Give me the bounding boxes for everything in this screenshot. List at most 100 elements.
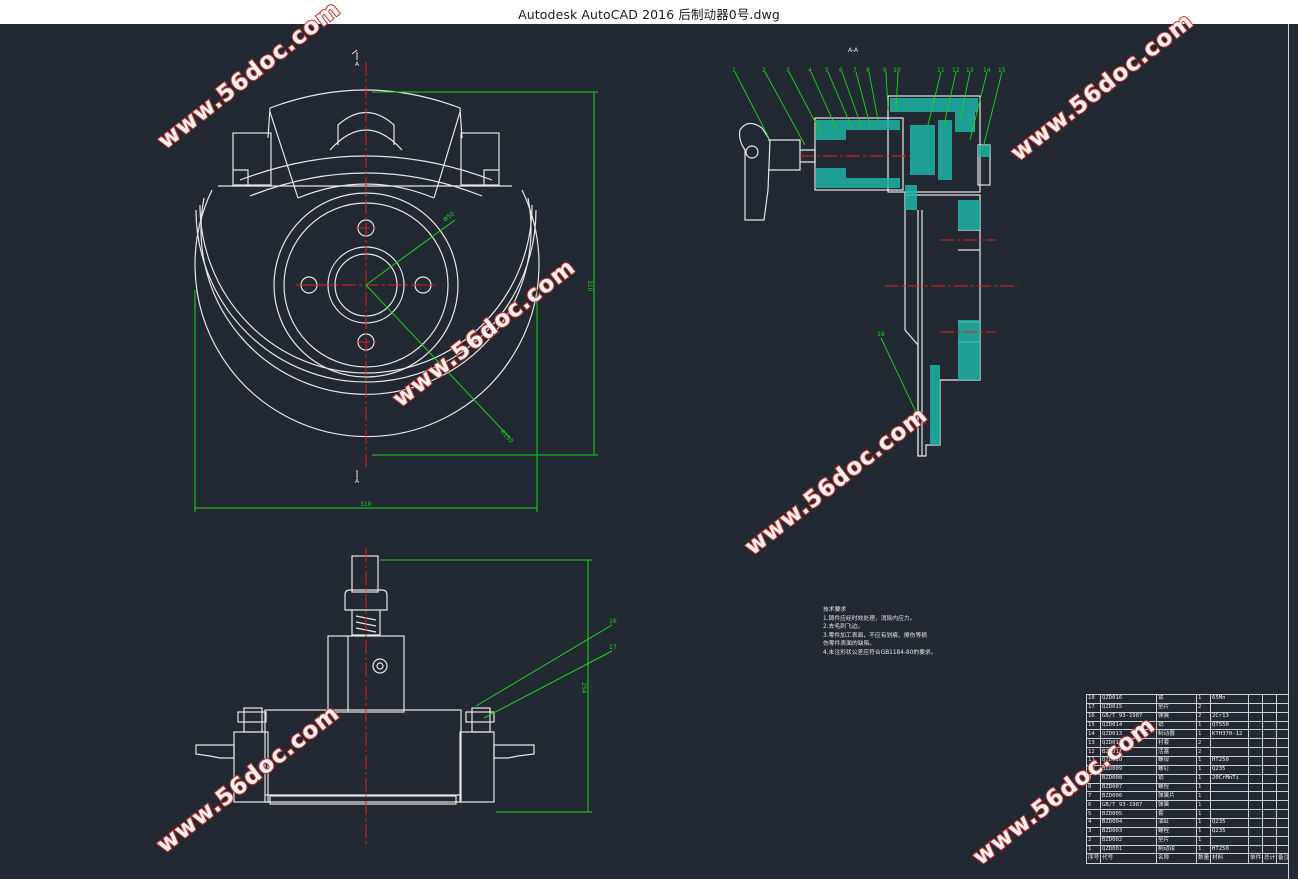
bom-cell (1276, 756, 1289, 766)
bom-cell: 1 (1196, 791, 1211, 802)
svg-text:17: 17 (609, 644, 617, 651)
tech-note-title: 技术要求 (823, 607, 847, 613)
bom-cell: 5 (1086, 809, 1101, 820)
bom-cell: 制动钳 (1156, 844, 1197, 855)
front-centerlines (296, 62, 436, 470)
bom-cell (1248, 826, 1263, 837)
section-view (738, 95, 991, 457)
bom-cell: 1 (1196, 782, 1211, 793)
svg-text:7: 7 (853, 67, 857, 74)
svg-text:A: A (355, 61, 360, 68)
bom-cell: 1 (1196, 694, 1211, 704)
bom-cell: 1 (1196, 826, 1211, 837)
bom-header-cell: 单件 (1248, 853, 1263, 864)
svg-text:18: 18 (877, 331, 885, 338)
bom-cell (1276, 773, 1289, 784)
bom-cell: 1 (1196, 773, 1211, 784)
bom-cell: 弹簧 (1156, 711, 1197, 722)
bom-cell (1262, 818, 1277, 828)
bom-cell: 2 (1196, 711, 1211, 722)
bom-cell: 2 (1196, 747, 1211, 758)
bom-cell: 1 (1196, 720, 1211, 731)
bom-cell (1262, 729, 1277, 740)
bom-cell (1276, 764, 1289, 775)
bom-cell (1276, 729, 1289, 740)
bom-header-cell: 代号 (1100, 853, 1157, 864)
bom-cell: 1 (1196, 835, 1211, 846)
drawing-canvas[interactable] (0, 24, 1298, 879)
bom-cell (1276, 818, 1289, 828)
bom-header-cell: 序号 (1086, 853, 1101, 864)
bom-cell: Q235 (1210, 764, 1249, 775)
bom-cell (1262, 702, 1277, 713)
tech-note: 2.去毛刺飞边。 (823, 624, 864, 631)
bom-cell: BZD005 (1100, 809, 1157, 820)
svg-text:12: 12 (952, 67, 960, 74)
front-view (194, 89, 540, 438)
bom-cell (1262, 711, 1277, 722)
bom-cell: 65Mn (1210, 694, 1249, 704)
bom-cell: 套 (1156, 809, 1197, 820)
bom-cell: QT550 (1210, 720, 1249, 731)
bom-cell (1248, 844, 1263, 855)
bom-cell: 1 (1196, 818, 1211, 828)
bom-cell: 2 (1086, 835, 1101, 846)
bom-cell (1210, 747, 1249, 758)
bom-cell: 制动器 (1156, 729, 1197, 740)
svg-text:15: 15 (998, 67, 1006, 74)
bom-header-cell: 总计 (1262, 853, 1277, 864)
bom-cell: 3 (1086, 826, 1101, 837)
bom-header-cell: 材料 (1210, 853, 1249, 864)
bom-cell: 1 (1196, 729, 1211, 740)
bom-cell: 1 (1086, 844, 1101, 855)
bom-cell: 18 (1086, 694, 1101, 704)
svg-text:4: 4 (808, 67, 812, 74)
bom-cell (1248, 791, 1263, 802)
bom-cell (1248, 738, 1263, 749)
bom-cell: 1 (1196, 764, 1211, 775)
bom-cell (1262, 773, 1277, 784)
bom-header-cell: 数量 (1196, 853, 1211, 864)
bom-cell (1276, 711, 1289, 722)
svg-text:1: 1 (732, 67, 736, 74)
bom-cell: KTH370-12 (1210, 729, 1249, 740)
bom-cell (1248, 694, 1263, 704)
svg-text:2: 2 (762, 67, 766, 74)
bom-cell (1210, 782, 1249, 793)
bom-cell (1276, 747, 1289, 758)
front-dimensions (194, 91, 598, 512)
bom-cell (1262, 694, 1277, 704)
bom-cell: QZD001 (1100, 844, 1157, 855)
bom-cell: 4 (1086, 818, 1101, 828)
bom-cell: 弹簧片 (1156, 791, 1197, 802)
bom-cell: QZD016 (1100, 694, 1157, 704)
tech-note: 3.零件加工表面，不应有划痕、擦伤等损 (823, 632, 928, 639)
bom-cell (1210, 835, 1249, 846)
bom-cell: 17 (1086, 702, 1101, 713)
bom-cell (1276, 826, 1289, 837)
section-centerlines (800, 155, 1018, 333)
bom-cell (1276, 791, 1289, 802)
bom-cell (1276, 782, 1289, 793)
bom-cell (1262, 809, 1277, 820)
bom-cell (1262, 791, 1277, 802)
svg-text:9: 9 (883, 67, 887, 74)
bom-cell: QZD015 (1100, 702, 1157, 713)
bottom-dimensions (380, 559, 613, 813)
window-title: Autodesk AutoCAD 2016 后制动器0号.dwg (518, 7, 780, 22)
bom-cell: 销 (1156, 773, 1197, 784)
bom-cell (1248, 809, 1263, 820)
bom-cell (1210, 738, 1249, 749)
section-hatch (816, 98, 990, 445)
svg-text:Φ50: Φ50 (442, 210, 456, 223)
front-dim-text: 310 310 Φ50 R150 (360, 210, 593, 508)
bom-cell: Q235 (1210, 826, 1249, 837)
bom-cell: 2 (1196, 738, 1211, 749)
tech-note: 4.未注形状公差应符合GB1184-80的要求。 (823, 649, 937, 656)
bom-cell (1248, 835, 1263, 846)
